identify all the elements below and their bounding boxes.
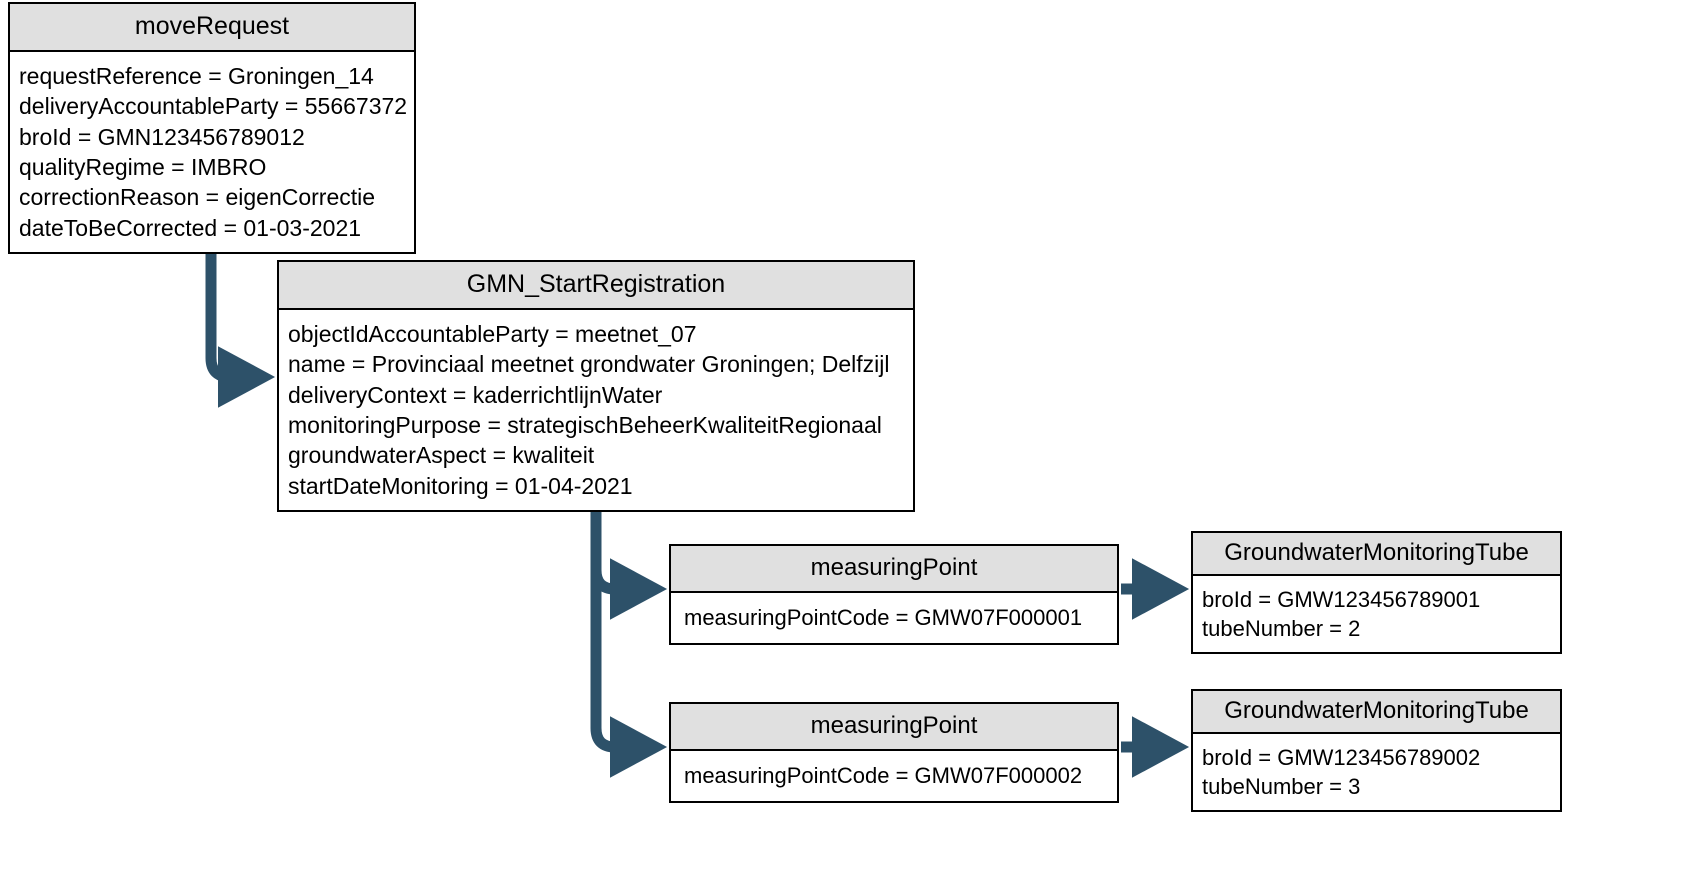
object-box-measuring-point-2[interactable]: measuringPoint measuringPointCode = GMW0… — [669, 702, 1119, 804]
attribute-request-reference: requestReference = Groningen_14 — [19, 63, 374, 89]
attribute-measuring-point-code: measuringPointCode = GMW07F000002 — [684, 763, 1083, 788]
object-box-measuring-point-1[interactable]: measuringPoint measuringPointCode = GMW0… — [669, 544, 1119, 646]
object-box-title: GMN_StartRegistration — [279, 262, 913, 310]
object-box-title: GroundwaterMonitoringTube — [1193, 691, 1560, 734]
object-box-attributes: objectIdAccountableParty = meetnet_07 na… — [279, 310, 913, 510]
attribute-measuring-point-code: measuringPointCode = GMW07F000001 — [684, 605, 1083, 630]
object-box-groundwater-monitoring-tube-2[interactable]: GroundwaterMonitoringTube broId = GMW123… — [1191, 689, 1562, 813]
attribute-date-to-be-corrected: dateToBeCorrected = 01-03-2021 — [19, 214, 362, 241]
object-box-title: measuringPoint — [671, 704, 1117, 751]
connector-gmn-start-to-measuring-point-2 — [590, 486, 668, 778]
attribute-groundwater-aspect: groundwaterAspect = kwaliteit — [288, 442, 595, 469]
attribute-bro-id: broId = GMW123456789002 — [1202, 745, 1481, 770]
attribute-bro-id: broId = GMN123456789012 — [19, 123, 305, 150]
object-box-title: measuringPoint — [671, 546, 1117, 593]
attribute-bro-id: broId = GMW123456789001 — [1202, 587, 1481, 612]
attribute-object-id-accountable-party: objectIdAccountableParty = meetnet_07 — [288, 321, 697, 347]
object-box-move-request[interactable]: moveRequest requestReference = Groningen… — [8, 2, 416, 255]
attribute-quality-regime: qualityRegime = IMBRO — [19, 154, 267, 181]
object-box-attributes: measuringPointCode = GMW07F000002 — [671, 751, 1117, 801]
attribute-monitoring-purpose: monitoringPurpose = strategischBeheerKwa… — [288, 412, 882, 439]
object-box-attributes: measuringPointCode = GMW07F000001 — [671, 593, 1117, 643]
attribute-tube-number: tubeNumber = 3 — [1202, 774, 1361, 800]
attribute-tube-number: tubeNumber = 2 — [1202, 616, 1361, 642]
object-box-title: GroundwaterMonitoringTube — [1193, 533, 1560, 576]
attribute-delivery-context: deliveryContext = kaderrichtlijnWater — [288, 381, 663, 408]
object-box-groundwater-monitoring-tube-1[interactable]: GroundwaterMonitoringTube broId = GMW123… — [1191, 531, 1562, 655]
object-box-attributes: broId = GMW123456789002 tubeNumber = 3 — [1193, 734, 1560, 810]
object-box-attributes: broId = GMW123456789001 tubeNumber = 2 — [1193, 576, 1560, 652]
attribute-delivery-accountable-party: deliveryAccountableParty = 55667372 — [19, 93, 406, 120]
object-box-attributes: requestReference = Groningen_14 delivery… — [10, 52, 414, 252]
attribute-start-date-monitoring: startDateMonitoring = 01-04-2021 — [288, 472, 633, 499]
object-box-title: moveRequest — [10, 4, 414, 52]
object-box-gmn-start-registration[interactable]: GMN_StartRegistration objectIdAccountabl… — [277, 260, 915, 513]
attribute-name: name = Provinciaal meetnet grondwater Gr… — [288, 351, 890, 378]
attribute-correction-reason: correctionReason = eigenCorrectie — [19, 184, 376, 211]
